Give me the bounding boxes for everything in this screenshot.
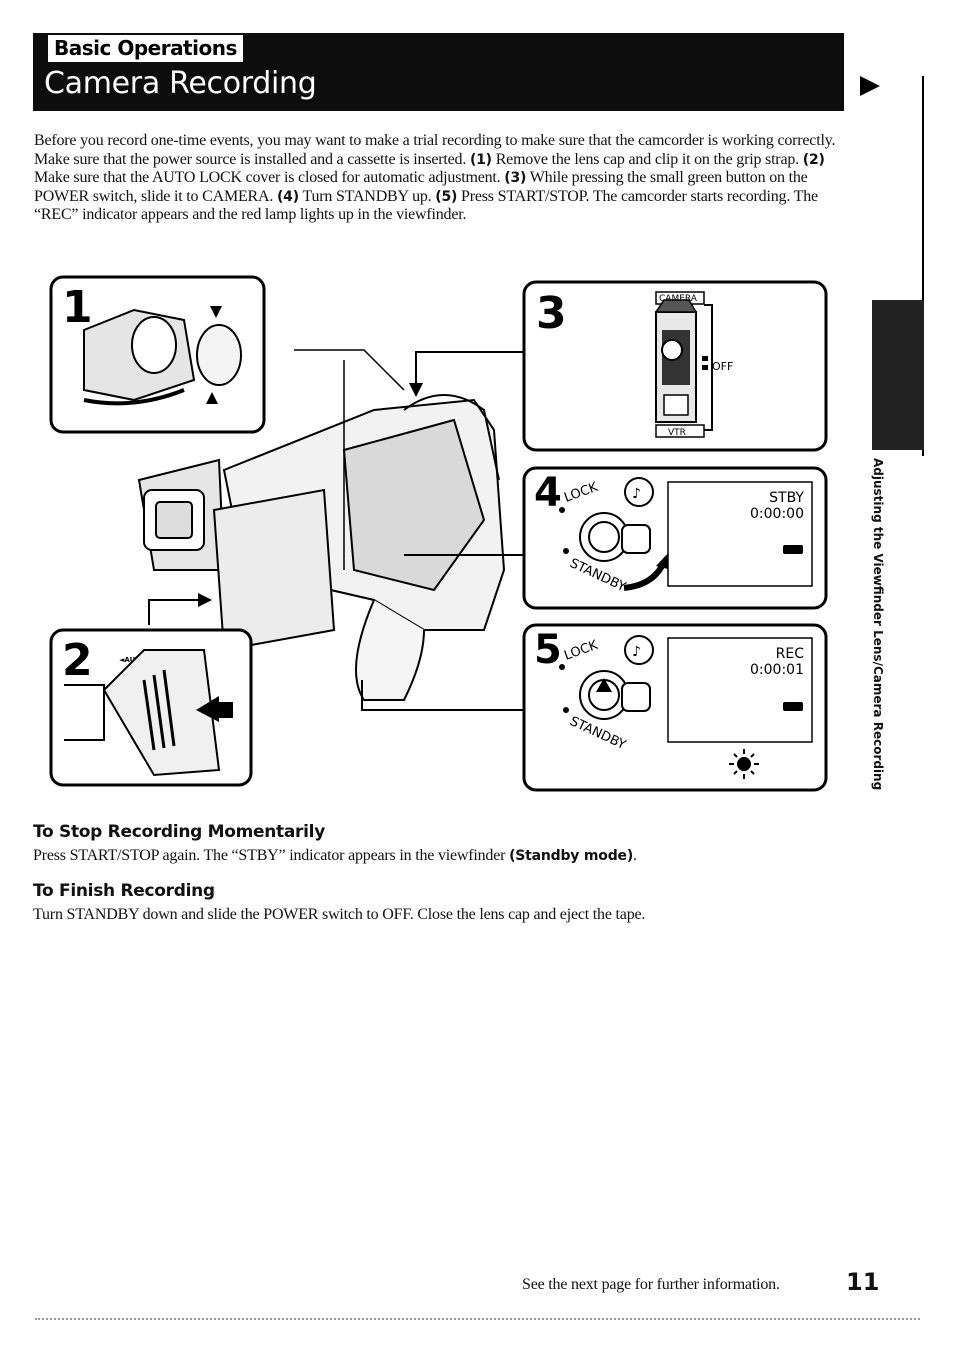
- camera-position-label: CAMERA: [659, 294, 698, 304]
- rec-indicator: REC: [776, 646, 805, 662]
- step-4-number: 4: [534, 470, 562, 516]
- page-title: Camera Recording: [44, 66, 317, 101]
- red-lamp-icon: [729, 749, 759, 779]
- vtr-position-label: VTR: [668, 428, 686, 438]
- right-margin-rule: [922, 76, 924, 456]
- step-2-number: 2: [62, 635, 93, 686]
- stop-paragraph: Press START/STOP again. The “STBY” indic…: [33, 847, 637, 864]
- stby-time-code: 0:00:00: [750, 506, 804, 522]
- page-number: 11: [846, 1268, 880, 1296]
- step-5-number: 5: [534, 627, 562, 673]
- rec-time-code: 0:00:01: [750, 662, 804, 678]
- step-4-button-glyph: ♪: [632, 486, 641, 502]
- step-5-panel: 5 LOCK ♪ STANDBY REC 0:00:01: [522, 623, 828, 792]
- step-1-number: 1: [62, 282, 93, 333]
- next-page-note: See the next page for further informatio…: [522, 1276, 780, 1293]
- stop-heading: To Stop Recording Momentarily: [33, 822, 325, 842]
- stby-indicator: STBY: [769, 490, 804, 506]
- thumb-index-tab: [872, 300, 924, 450]
- tape-icon: [783, 545, 803, 554]
- intro-paragraph: Before you record one-time events, you m…: [34, 132, 836, 223]
- step-3-number: 3: [536, 288, 567, 339]
- step-4-panel: 4 LOCK ♪ STANDBY STBY 0:00:00: [522, 466, 828, 610]
- bottom-dotted-edge: [35, 1318, 920, 1320]
- section-label: Basic Operations: [48, 35, 243, 62]
- step-2-panel: 2 ◄AUTO LOCK: [49, 628, 253, 787]
- leader-lines: [148, 351, 524, 711]
- finish-heading: To Finish Recording: [33, 881, 215, 901]
- camcorder-illustration: [137, 349, 506, 701]
- camera-recording-illustration: 1 2 ◄AUTO LOCK 3 CAMERA VTR OFF: [49, 275, 828, 792]
- step-5-button-glyph: ♪: [632, 644, 641, 660]
- step-1-panel: 1: [49, 275, 266, 434]
- finish-paragraph: Turn STANDBY down and slide the POWER sw…: [33, 906, 646, 923]
- step-3-panel: 3 CAMERA VTR OFF: [522, 280, 828, 452]
- side-tab-label: Adjusting the Viewfinder Lens/Camera Rec…: [871, 458, 885, 791]
- off-position-label: OFF: [712, 360, 733, 373]
- tape-icon: [783, 702, 803, 711]
- next-page-arrow-icon: [860, 76, 880, 96]
